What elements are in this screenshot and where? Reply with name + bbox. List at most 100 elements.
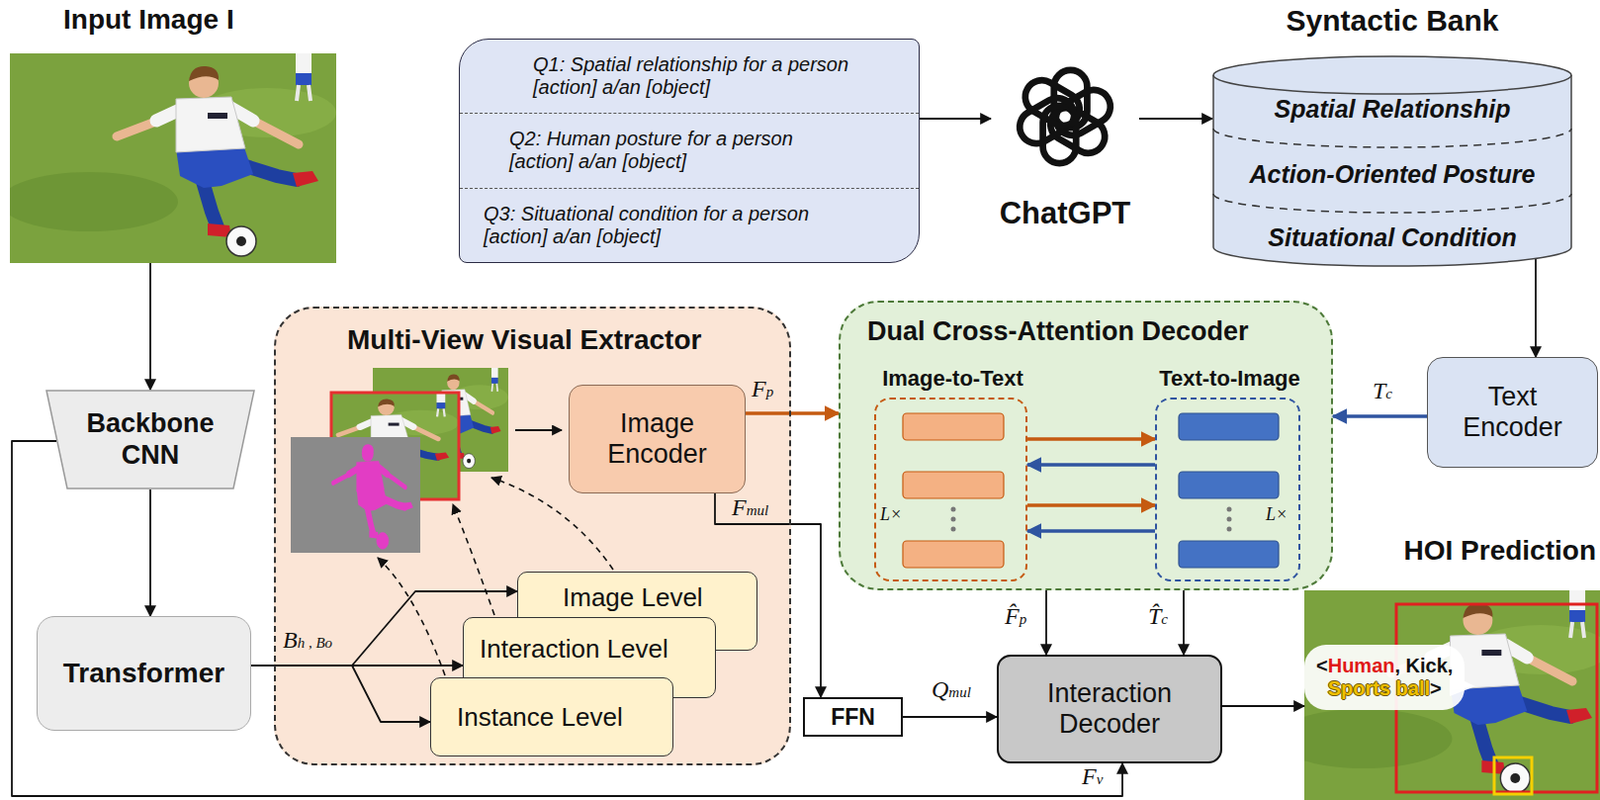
connector [1222, 705, 1305, 708]
model-name: ChatGPT [980, 195, 1150, 232]
module-label: FFN [830, 704, 876, 730]
level-label: Image Level [562, 583, 704, 614]
attention-layer [1178, 471, 1279, 499]
layer-count: L× [880, 504, 902, 526]
signal-label: Qmul [931, 676, 972, 703]
module-label: Transformer [63, 657, 225, 690]
connector [1333, 414, 1427, 419]
connector [1139, 117, 1213, 120]
ellipsis-dot [951, 507, 957, 513]
bank-heading: Syntactic Bank [1212, 3, 1573, 39]
prediction-photo [1274, 590, 1600, 800]
attention-layer [902, 540, 1004, 568]
backbone-trapezoid: Backbone CNN [45, 389, 256, 490]
decoder-container: Dual Cross-Attention DecoderImage-to-Tex… [838, 300, 1334, 591]
mask-ground [290, 437, 421, 553]
level-label: Instance Level [456, 703, 623, 733]
triplet-part: < [1316, 654, 1329, 677]
attention-branch: Image-to-Text [874, 397, 1028, 582]
signal-label: T̂c [1148, 603, 1168, 629]
trapezoid-outline [46, 390, 255, 489]
connector [1045, 590, 1048, 655]
level-label: Interaction Level [479, 634, 669, 665]
container-heading: Multi-View Visual Extractor [347, 324, 702, 356]
object-box [1494, 757, 1532, 795]
photo-scene [0, 53, 337, 264]
bank-entry: Spatial Relationship [1212, 94, 1573, 124]
branch-heading: Image-to-Text [846, 365, 1060, 391]
dashed-arrow [377, 557, 445, 676]
bank-entry: Situational Condition [1212, 223, 1573, 253]
triplet-object: Sports ball [1328, 677, 1430, 700]
module-label: Backbone CNN [76, 408, 225, 470]
container-heading: Dual Cross-Attention Decoder [867, 316, 1249, 348]
silhouette [333, 444, 414, 549]
section-divider [1213, 128, 1572, 148]
module-label: Interaction Decoder [1015, 678, 1204, 740]
speech-bubble: <Human, Kick,Sports ball> [1304, 644, 1465, 711]
figure-heading: HOI Prediction [1404, 534, 1597, 567]
attention-layer [1178, 413, 1279, 441]
level-box: Instance Level [430, 677, 674, 757]
module-label: Image Encoder [588, 408, 727, 470]
ellipsis-dot [1227, 507, 1233, 513]
cylinder-body [1213, 56, 1572, 267]
connector [1027, 462, 1156, 467]
encoder-box: Image Encoder [568, 384, 746, 494]
question-text: Q1: Spatial relationship for a person [a… [533, 53, 860, 99]
prediction-frame: HOI Prediction<Human, Kick,Sports ball> [1304, 590, 1600, 800]
input-photo [0, 53, 337, 264]
triplet-part: > [1429, 677, 1442, 700]
chatgpt-logo [1009, 61, 1121, 173]
ellipsis-dot [951, 527, 957, 533]
decoder-box: Interaction Decoder [996, 654, 1223, 764]
ellipsis-dot [1227, 527, 1233, 533]
prompt-section: Q3: Situational condition for a person [… [459, 188, 919, 263]
signal-label: Fp [751, 375, 774, 402]
attention-layer [902, 413, 1004, 441]
syntactic-bank: Syntactic BankSpatial RelationshipAction… [1212, 55, 1573, 267]
triplet-subject: Human [1328, 654, 1396, 677]
module-label: Text Encoder [1443, 381, 1583, 444]
prompt-section: Q1: Spatial relationship for a person [a… [459, 39, 919, 114]
connector [1027, 529, 1156, 534]
signal-label: F̂p [1004, 603, 1027, 629]
module-box: FFN [802, 697, 903, 737]
connector [11, 441, 1123, 797]
ellipsis-dot [951, 517, 957, 523]
attention-layer [902, 471, 1004, 499]
ellipsis-dot [1227, 517, 1233, 523]
connector [919, 117, 991, 120]
cylinder-rim [1213, 75, 1572, 94]
photo-scene [1274, 590, 1600, 800]
signal-label: Fv [1081, 763, 1103, 790]
connector [902, 715, 997, 718]
signal-label: Fmul [731, 494, 769, 521]
prompt-box: Q1: Spatial relationship for a person [a… [458, 38, 920, 264]
question-text: Q2: Human posture for a person [action] … [509, 127, 836, 174]
connector [149, 263, 152, 390]
view-arrow [515, 429, 562, 432]
section-divider [1213, 193, 1572, 213]
connector [1534, 259, 1537, 357]
connector [745, 411, 839, 416]
instance-view [290, 437, 421, 553]
logo-link [1019, 74, 1086, 132]
chatgpt-node: ChatGPT [990, 61, 1140, 240]
container-fill [273, 306, 792, 766]
question-text: Q3: Situational condition for a person [… [483, 202, 810, 249]
layer-count: L× [1265, 504, 1288, 526]
extractor-container: Multi-View Visual ExtractorImage Encoder… [273, 306, 792, 766]
connector [1027, 503, 1156, 508]
input-image-frame: Input Image I [9, 53, 337, 264]
branch-heading: Text-to-Image [1127, 365, 1333, 391]
attention-layer [1178, 540, 1279, 568]
module-box: Transformer [36, 616, 252, 731]
connector [149, 489, 152, 617]
attention-branch: Text-to-Image [1155, 397, 1301, 582]
container-fill [838, 300, 1334, 591]
dashed-arrow [452, 504, 495, 616]
container-fills [273, 300, 1334, 766]
figure-heading: Input Image I [63, 3, 235, 36]
